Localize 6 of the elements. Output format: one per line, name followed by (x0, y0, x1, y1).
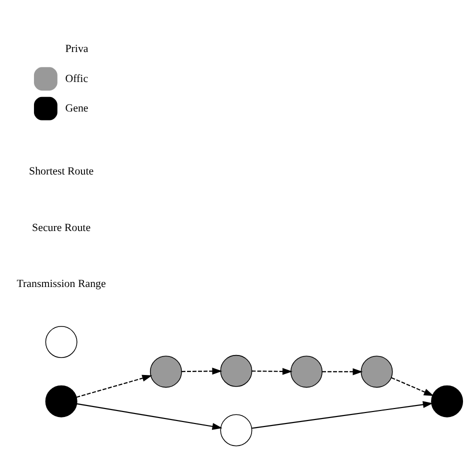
label: Transmission Range (16, 278, 106, 290)
legend-label: Offic (65, 72, 88, 85)
legend-label: Gene (65, 102, 88, 114)
label: Shortest Route (28, 166, 94, 178)
label: Secure Route (32, 222, 91, 234)
legend-label: Priva (65, 43, 88, 56)
